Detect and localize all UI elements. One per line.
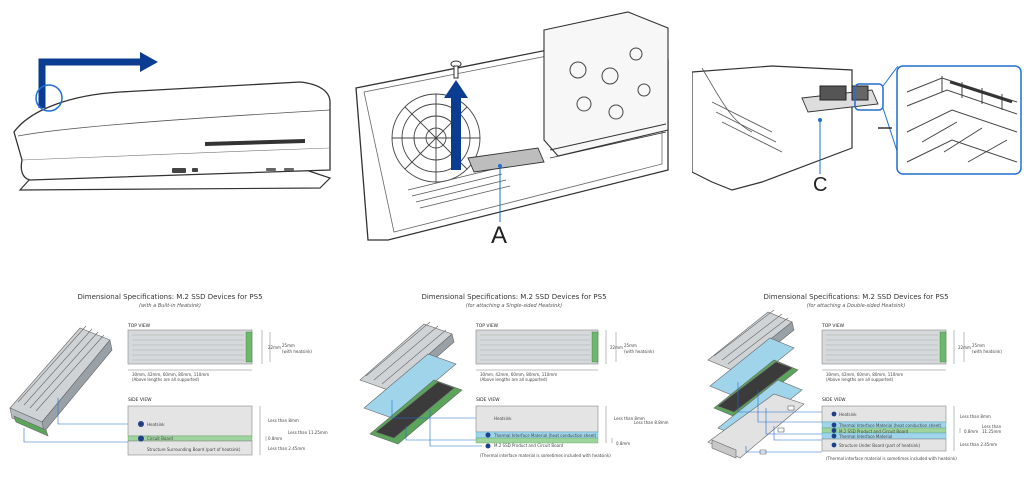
layer-4: Thermal Interface Material xyxy=(839,434,893,439)
footnote: (Thermal interface material is sometimes… xyxy=(480,453,611,458)
lengths: 30mm, 42mm, 60mm, 80mm, 110mm xyxy=(480,372,558,377)
lengths-note: (Above lengths are all supported) xyxy=(826,377,894,382)
h-total: Less than 8.8mm xyxy=(634,420,669,425)
h-board: 0.8mm xyxy=(268,436,283,441)
layer-3: M.2 SSD Product and Circuit Board xyxy=(494,443,564,448)
side-view-label: SIDE VIEW xyxy=(128,398,152,403)
side-view-label: SIDE VIEW xyxy=(822,398,846,403)
width-25-note: (with heatsink) xyxy=(624,349,654,354)
lengths: 30mm, 42mm, 60mm, 80mm, 110mm xyxy=(132,372,210,377)
layer-2: Thermal Interface Material (heat conduct… xyxy=(494,433,597,438)
spec-double-sided-heatsink: Dimensional Specifications: M.2 SSD Devi… xyxy=(688,290,1024,470)
spec-subtitle: (for attaching a Double-sided Heatsink) xyxy=(806,303,906,309)
layer-5: Structure Under Board (part of heatsink) xyxy=(839,443,921,448)
spec-title: Dimensional Specifications: M.2 SSD Devi… xyxy=(77,293,263,301)
layer-3: M.2 SSD Product and Circuit Board xyxy=(839,428,909,434)
h-total: Less than 11.25mm xyxy=(288,430,328,435)
width-25: 25mm xyxy=(624,343,637,348)
width-25-note: (with heatsink) xyxy=(282,349,312,354)
layer-3: Structure Surrounding Board (part of hea… xyxy=(147,447,241,452)
spec-builtin-heatsink: Dimensional Specifications: M.2 SSD Devi… xyxy=(0,290,340,470)
width-22: 22mm xyxy=(268,345,281,350)
side-view-label: SIDE VIEW xyxy=(476,398,500,403)
width-22: 22mm xyxy=(610,345,623,350)
ssd-slot-cover-illustration: A xyxy=(348,0,688,250)
h-board: 0.8mm xyxy=(616,441,631,446)
callout-a-label: A xyxy=(491,222,508,249)
h-top: Less than 8mm xyxy=(960,414,991,419)
h-top: Less than 8mm xyxy=(268,418,299,423)
spec-subtitle: (for attaching a Single-sided Heatsink) xyxy=(465,303,563,309)
ssd-slot-closeup-illustration: C xyxy=(692,62,1024,212)
console-cover-removal-illustration xyxy=(0,50,340,210)
lengths: 30mm, 42mm, 60mm, 80mm, 110mm xyxy=(826,372,904,377)
layer-1: Heatsink xyxy=(839,412,857,417)
width-22: 22mm xyxy=(958,345,971,350)
layer-2: Circuit Board xyxy=(147,436,173,441)
top-view-label: TOP VIEW xyxy=(476,324,499,329)
lengths-note: (Above lengths are all supported) xyxy=(132,377,200,382)
spec-title: Dimensional Specifications: M.2 SSD Devi… xyxy=(763,293,949,301)
top-view-label: TOP VIEW xyxy=(822,324,845,329)
callout-c-label: C xyxy=(813,174,828,196)
spec-title: Dimensional Specifications: M.2 SSD Devi… xyxy=(421,293,607,301)
h-board: 0.8mm xyxy=(964,429,979,434)
h-top: Less than 8mm xyxy=(614,416,645,421)
top-view-label: TOP VIEW xyxy=(128,324,151,329)
layer-1: Heatsink xyxy=(147,422,165,427)
spec-subtitle: (with a Built-in Heatsink) xyxy=(139,303,201,309)
layer-1: Heatsink xyxy=(494,416,512,421)
h-bottom: Less than 2.45mm xyxy=(960,442,998,447)
spec-single-sided-heatsink: Dimensional Specifications: M.2 SSD Devi… xyxy=(344,290,684,470)
h-bottom: Less than 2.45mm xyxy=(268,446,306,451)
lengths-note: (Above lengths are all supported) xyxy=(480,377,548,382)
footnote: (Thermal interface material is sometimes… xyxy=(826,456,957,461)
width-25-note: (with heatsink) xyxy=(972,349,1002,354)
h-total: Less than 11.25mm xyxy=(982,424,1002,434)
layer-2: Thermal Interface Material (heat conduct… xyxy=(839,423,942,428)
width-25: 25mm xyxy=(972,343,985,348)
width-25: 25mm xyxy=(282,343,295,348)
